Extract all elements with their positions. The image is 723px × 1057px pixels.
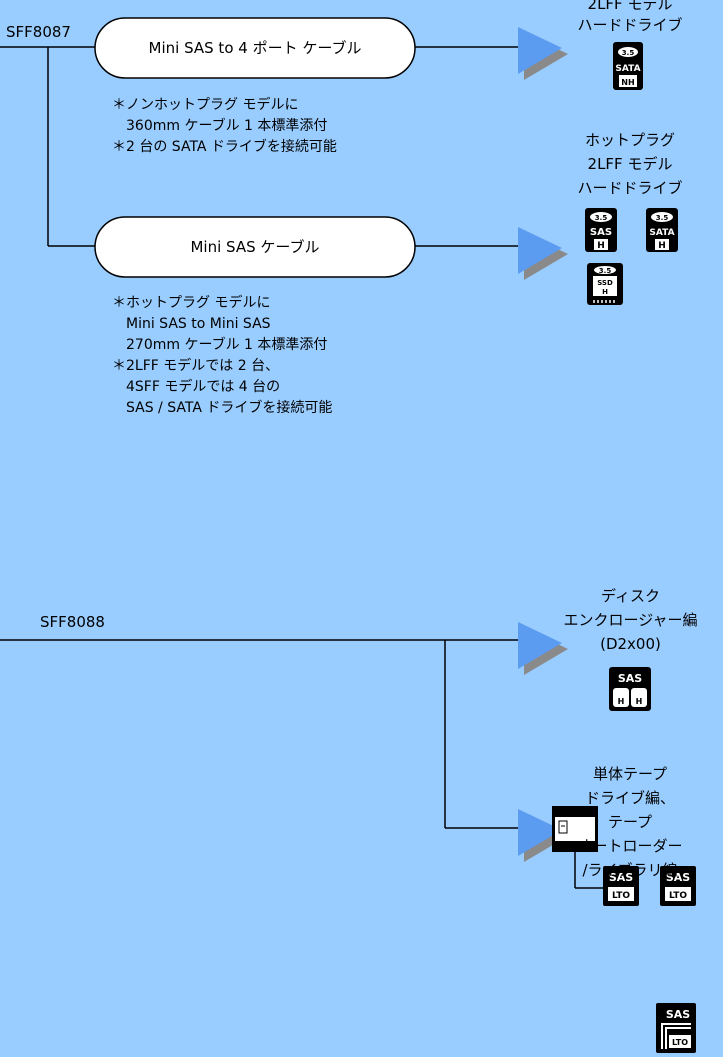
sas-enclosure-a: H — [618, 697, 625, 706]
target-hotplug: ホットプラグ 2LFF モデル ハードドライブ — [540, 128, 720, 200]
arrow-tape — [518, 809, 568, 862]
connector-label-sff8087: SFF8087 — [6, 23, 71, 41]
tape-server-icon — [552, 806, 598, 852]
sas-lto-icon-2: SAS LTO — [660, 866, 696, 906]
note-line: 4SFF モデルでは 4 台の — [126, 379, 281, 395]
target-line: ドライブ編、 — [584, 789, 675, 807]
ssd-h-mid: SSD — [597, 279, 613, 287]
note-line: ＊2 台の SATA ドライブを接続可能 — [112, 139, 337, 155]
arrow-disk-enclosure — [518, 622, 568, 675]
sata-h-drive-icon: 3.5 SATA H — [646, 208, 678, 252]
sata-nh-bot: NH — [621, 78, 634, 87]
target-disk-enclosure: ディスク エンクロージャー編 (D2x00) — [538, 584, 723, 656]
target-line: /ライブラリ編 — [582, 861, 678, 879]
target-line: ハードドライブ — [577, 16, 683, 34]
note-line: ＊ホットプラグ モデルに — [112, 295, 271, 311]
sas-lto3-mid: SAS — [666, 1008, 690, 1021]
sas-lto3-bot: LTO — [672, 1038, 688, 1047]
sas-lto-library-icon: SAS LTO — [656, 1003, 696, 1053]
sas-h-drive-icon: 3.5 SAS H — [585, 208, 617, 252]
target-line: ハードドライブ — [577, 179, 683, 197]
sas-lto1-mid: SAS — [609, 871, 633, 884]
sas-h-mid: SAS — [590, 227, 612, 238]
target-line: エンクロージャー編 — [563, 611, 698, 629]
cable-pill-mini-sas — [94, 216, 416, 278]
target-line: (D2x00) — [600, 635, 661, 653]
sas-h-bot: H — [597, 241, 605, 251]
target-line: テープ — [607, 813, 653, 831]
note-line: 270mm ケーブル 1 本標準添付 — [126, 337, 328, 353]
cable-label-mini-sas: Mini SAS ケーブル — [190, 238, 320, 256]
sas-h-top: 3.5 — [595, 214, 608, 222]
target-line: 2LFF モデル — [587, 155, 673, 173]
sata-nh-mid: SATA — [615, 64, 640, 74]
ssd-h-drive-icon: 3.5 SSD H — [587, 263, 623, 305]
target-tape: 単体テープ ドライブ編、 テープ オートローダー /ライブラリ編 — [540, 762, 720, 882]
sata-h-mid: SATA — [649, 228, 674, 238]
target-line: 単体テープ — [592, 765, 668, 783]
note-line: ＊2LFF モデルでは 2 台、 — [112, 358, 280, 374]
cable-label-mini-sas-to-4port: Mini SAS to 4 ポート ケーブル — [148, 39, 362, 57]
note-line: Mini SAS to Mini SAS — [126, 316, 271, 332]
sas-enclosure-b: H — [636, 697, 643, 706]
connection-lines — [0, 46, 605, 889]
target-line: ディスク — [601, 587, 660, 605]
note-line: ＊ノンホットプラグ モデルに — [112, 97, 299, 113]
sas-enclosure-mid: SAS — [618, 672, 642, 685]
sas-lto1-bot: LTO — [612, 891, 630, 901]
notes-nonhotplug: ＊ノンホットプラグ モデルに 360mm ケーブル 1 本標準添付 ＊2 台の … — [112, 95, 337, 158]
sas-lto2-mid: SAS — [666, 871, 690, 884]
notes-hotplug: ＊ホットプラグ モデルに Mini SAS to Mini SAS 270mm … — [112, 293, 332, 419]
target-nonhotplug: 2LFF モデル ハードドライブ — [540, 0, 720, 36]
ssd-h-top: 3.5 — [599, 267, 612, 275]
connector-label-sff8088: SFF8088 — [40, 613, 105, 631]
target-line: オートローダー — [577, 837, 683, 855]
sas-lto-icon-1: SAS LTO — [603, 866, 639, 906]
cable-pill-mini-sas-to-4port — [94, 17, 416, 79]
sata-h-bot: H — [658, 241, 666, 251]
note-line: 360mm ケーブル 1 本標準添付 — [126, 118, 328, 134]
sas-enclosure-icon: SAS H H — [609, 667, 651, 711]
arrow-nonhotplug — [518, 27, 568, 80]
target-line: 2LFF モデル — [587, 0, 673, 13]
note-line: SAS / SATA ドライブを接続可能 — [126, 400, 333, 416]
sata-nh-top: 3.5 — [622, 49, 635, 57]
sata-h-top: 3.5 — [656, 214, 669, 222]
target-line: ホットプラグ — [584, 131, 675, 149]
sata-nh-drive-icon: 3.5 SATA NH — [613, 42, 643, 90]
ssd-h-bot: H — [602, 288, 608, 296]
arrow-hotplug — [518, 227, 568, 280]
sas-lto2-bot: LTO — [669, 891, 687, 901]
